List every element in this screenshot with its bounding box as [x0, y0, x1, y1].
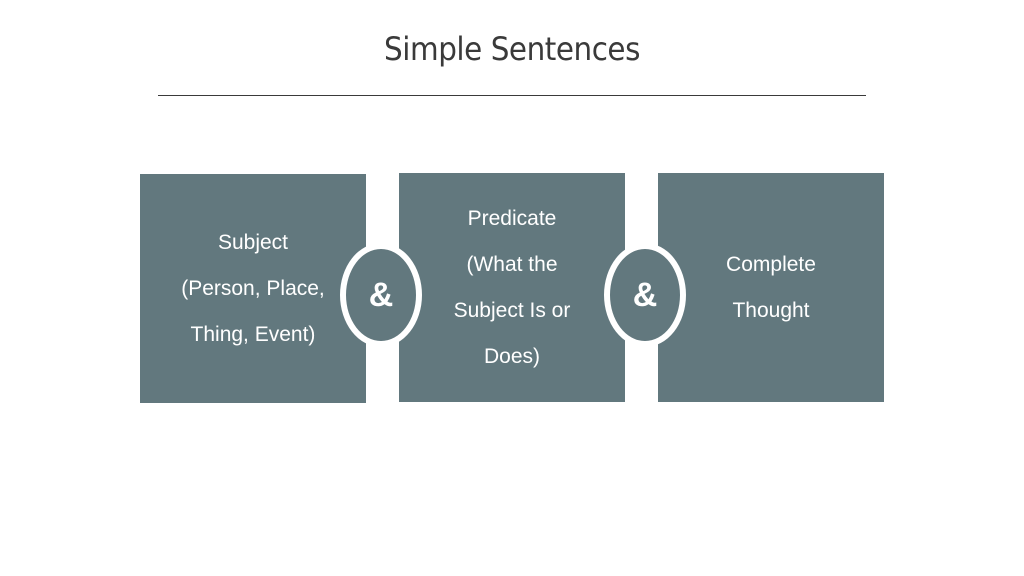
ampersand-connector: & — [604, 243, 686, 347]
box-line: Thing, Event) — [190, 322, 316, 346]
box-line: Does) — [483, 344, 540, 368]
subject-box: Subject (Person, Place, Thing, Event) — [140, 174, 366, 403]
box-line: Complete — [726, 252, 816, 276]
box-line: (What the — [466, 252, 558, 276]
box-line: (Person, Place, — [181, 276, 325, 300]
box-line: Predicate — [467, 206, 557, 230]
box-line: Subject Is or — [453, 298, 571, 322]
ampersand-connector: & — [340, 243, 422, 347]
box-line: Thought — [732, 298, 810, 322]
box-line: Subject — [217, 230, 289, 254]
slide-title: Simple Sentences — [384, 30, 640, 68]
complete-thought-box: Complete Thought — [658, 173, 884, 402]
predicate-box: Predicate (What the Subject Is or Does) — [399, 173, 625, 402]
title-divider — [158, 95, 866, 96]
